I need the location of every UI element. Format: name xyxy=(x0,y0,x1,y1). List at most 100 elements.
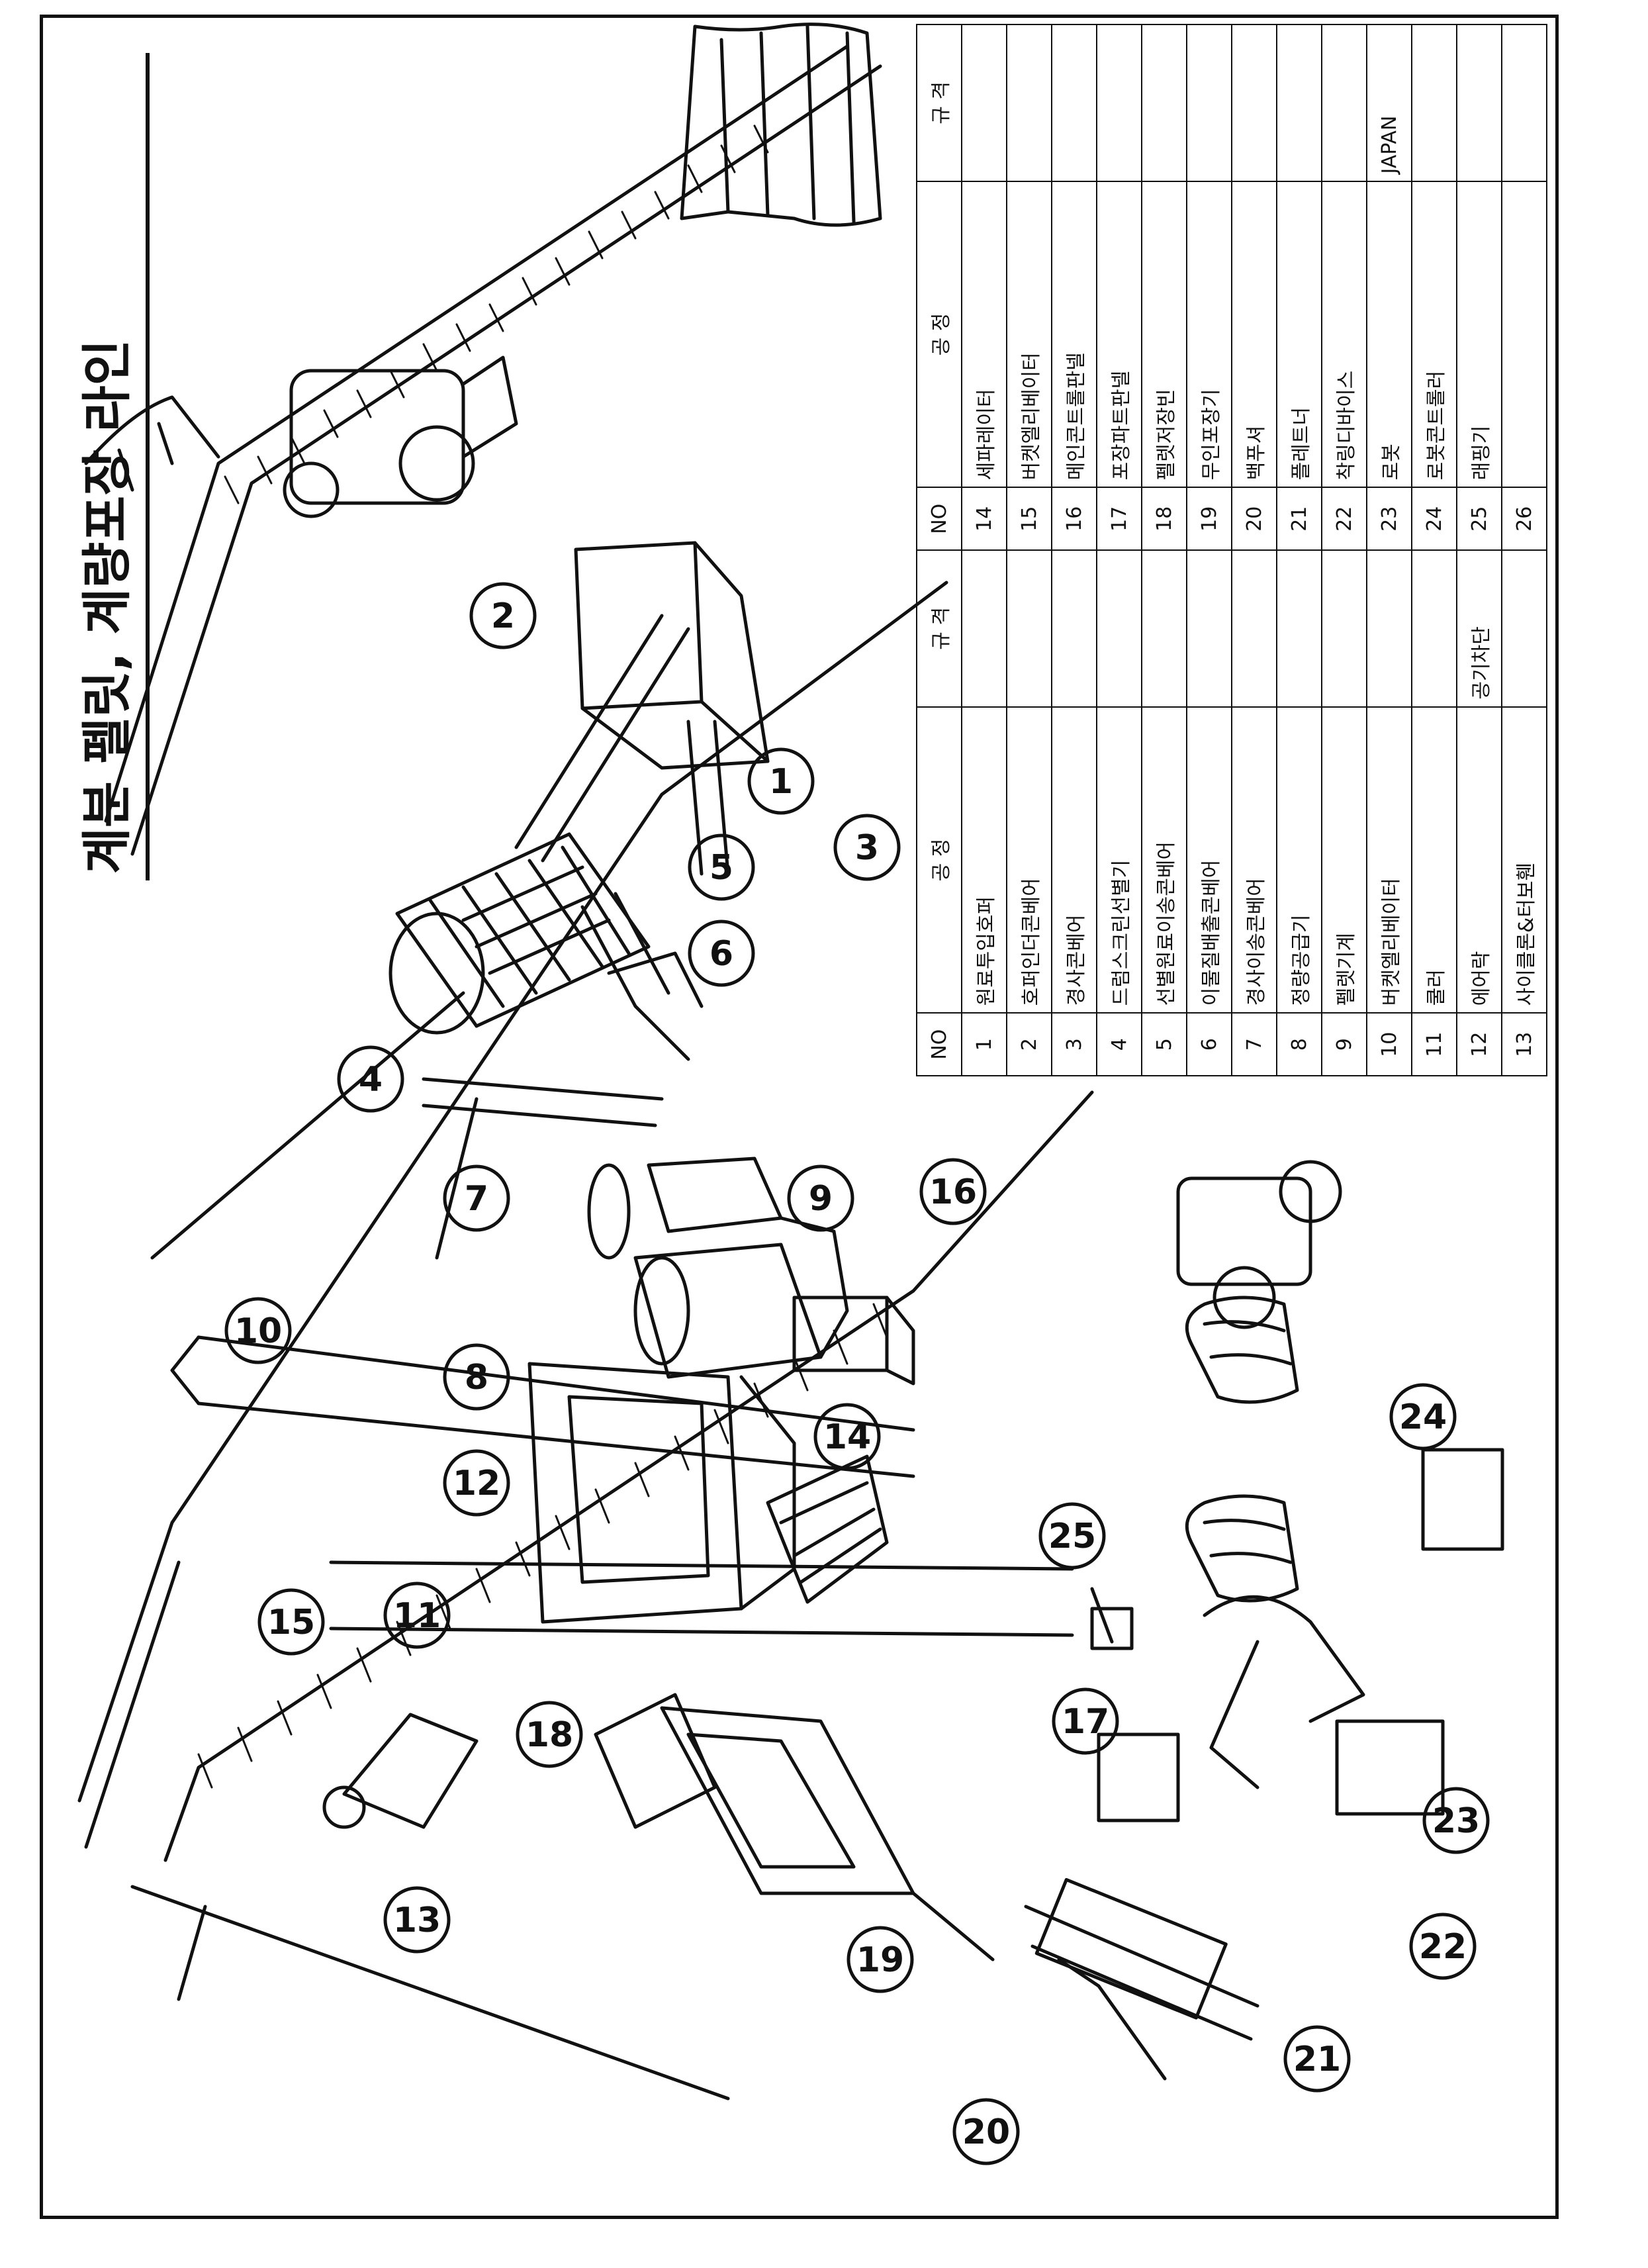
process-name xyxy=(1502,181,1547,488)
svg-text:15: 15 xyxy=(267,1603,315,1642)
svg-text:9: 9 xyxy=(809,1179,833,1219)
spec-value xyxy=(1457,24,1502,181)
spec-value xyxy=(1322,24,1367,181)
main-control-panel xyxy=(792,1296,915,1386)
process-name: 에어락 xyxy=(1457,706,1502,1014)
svg-text:5: 5 xyxy=(710,848,733,888)
cyclone xyxy=(322,1713,479,1829)
row-number: 7 xyxy=(1232,1013,1277,1076)
row-number: 11 xyxy=(1412,1013,1457,1076)
row-number: 13 xyxy=(1502,1013,1547,1076)
callout-12: 12 xyxy=(443,1449,510,1517)
callout-16: 16 xyxy=(919,1158,987,1225)
callout-2: 2 xyxy=(469,582,537,649)
row-number: 26 xyxy=(1502,487,1547,551)
svg-text:21: 21 xyxy=(1293,2040,1341,2079)
process-name: 플레트너 xyxy=(1277,181,1322,488)
spec-value xyxy=(1142,24,1187,181)
spec-value xyxy=(1277,550,1322,707)
process-name: 메인콘트롤판넬 xyxy=(1052,181,1097,488)
callout-10: 10 xyxy=(224,1297,292,1364)
process-name: 세파레이터 xyxy=(962,181,1007,488)
header-no: NO xyxy=(917,1013,962,1076)
process-name: 정량공급기 xyxy=(1277,706,1322,1014)
process-name: 선별원료이송콘베어 xyxy=(1142,706,1187,1014)
row-number: 14 xyxy=(962,487,1007,551)
spec-value xyxy=(1322,550,1367,707)
row-number: 15 xyxy=(1007,487,1052,551)
forklift xyxy=(1176,1160,1342,1329)
row-number: 23 xyxy=(1367,487,1412,551)
spec-value xyxy=(1052,24,1097,181)
svg-text:3: 3 xyxy=(855,828,879,868)
row-number: 10 xyxy=(1367,1013,1412,1076)
row-number: 12 xyxy=(1457,1013,1502,1076)
spec-value xyxy=(1367,550,1412,707)
svg-text:17: 17 xyxy=(1062,1702,1109,1742)
svg-text:2: 2 xyxy=(491,596,515,636)
spec-value xyxy=(1007,550,1052,707)
bucket-elevator-15 xyxy=(329,1560,1074,1637)
svg-text:1: 1 xyxy=(769,762,793,802)
incline-conveyor xyxy=(514,614,730,876)
header-spec: 규 격 xyxy=(917,550,962,707)
callout-1: 1 xyxy=(747,747,815,815)
svg-text:10: 10 xyxy=(234,1311,282,1351)
wrapping-machine xyxy=(1090,1587,1134,1650)
process-name: 펠렛저장빈 xyxy=(1142,181,1187,488)
robot-controller xyxy=(1421,1448,1504,1551)
row-number: 25 xyxy=(1457,487,1502,551)
svg-text:8: 8 xyxy=(465,1358,488,1397)
process-name: 이물질배출콘베어 xyxy=(1187,706,1232,1014)
row-number: 22 xyxy=(1322,487,1367,551)
process-name: 호퍼인더콘베어 xyxy=(1007,706,1052,1014)
svg-text:7: 7 xyxy=(465,1179,488,1219)
screen-conveyors xyxy=(580,892,704,1061)
separator xyxy=(766,1454,889,1604)
svg-text:22: 22 xyxy=(1419,1927,1467,1967)
process-name: 포장파트판넬 xyxy=(1097,181,1142,488)
header-no: NO xyxy=(917,487,962,551)
spec-value xyxy=(1097,24,1142,181)
tractor xyxy=(283,355,518,518)
pallet-stacks xyxy=(1185,1296,1299,1603)
header-process: 공 정 xyxy=(917,706,962,1014)
page-title: 계분 펠릿, 계량포장 라인 xyxy=(73,53,150,880)
callout-6: 6 xyxy=(688,920,755,987)
header-process: 공 정 xyxy=(917,181,962,488)
callout-20: 20 xyxy=(952,2098,1020,2165)
process-name: 래핑기 xyxy=(1457,181,1502,488)
callout-18: 18 xyxy=(516,1701,583,1768)
callout-25: 25 xyxy=(1038,1502,1106,1570)
callout-24: 24 xyxy=(1389,1383,1457,1450)
row-number: 20 xyxy=(1232,487,1277,551)
process-name: 백푸셔 xyxy=(1232,181,1277,488)
row-number: 18 xyxy=(1142,487,1187,551)
callout-19: 19 xyxy=(847,1926,914,1993)
process-name: 경사콘베어 xyxy=(1052,706,1097,1014)
callout-13: 13 xyxy=(383,1886,451,1954)
callout-8: 8 xyxy=(443,1343,510,1411)
svg-text:6: 6 xyxy=(710,934,733,974)
spec-value xyxy=(1187,24,1232,181)
spec-value xyxy=(1142,550,1187,707)
svg-text:20: 20 xyxy=(962,2112,1010,2152)
process-name: 로봇콘트롤러 xyxy=(1412,181,1457,488)
cooler xyxy=(527,1362,796,1624)
row-number: 21 xyxy=(1277,487,1322,551)
spec-value xyxy=(1502,24,1547,181)
row-number: 3 xyxy=(1052,1013,1097,1076)
table-header-row: NO 공 정 규 격 NO 공 정 규 격 xyxy=(917,24,962,1076)
building-wall xyxy=(77,44,1094,2101)
